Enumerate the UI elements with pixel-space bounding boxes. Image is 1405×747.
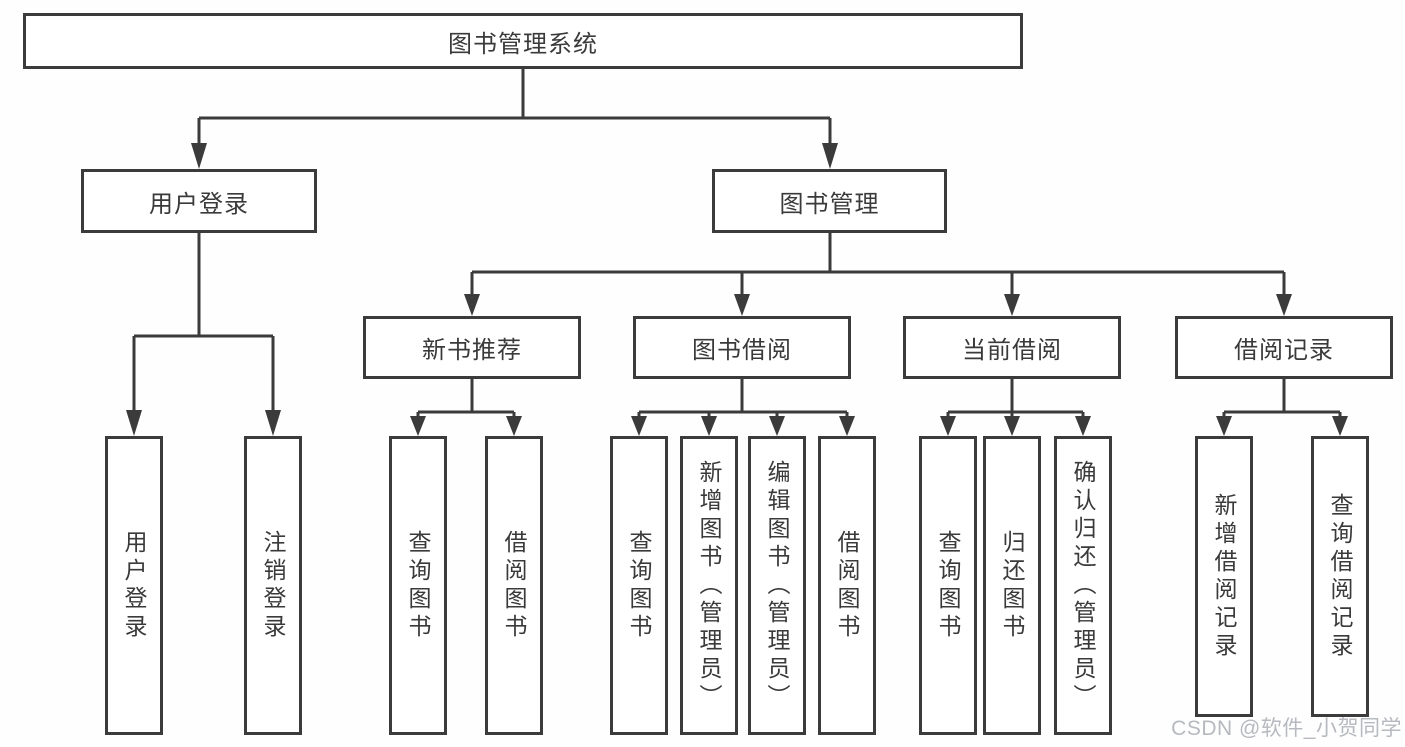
leaf-return-book: 归还图书 xyxy=(983,436,1041,735)
node-new-book-recommend: 新书推荐 xyxy=(363,316,581,379)
leaf-borrow-books-borrow: 借阅图书 xyxy=(818,436,876,735)
leaf-user-login: 用户登录 xyxy=(105,436,163,735)
node-user-login: 用户登录 xyxy=(81,169,317,233)
leaf-query-books-current: 查询图书 xyxy=(919,436,977,735)
leaf-query-books-recommend: 查询图书 xyxy=(389,436,447,735)
node-library-system: 图书管理系统 xyxy=(23,13,1023,69)
watermark: CSDN @软件_小贺同学 xyxy=(1171,717,1402,740)
leaf-edit-book-admin: 编辑图书（管理员） xyxy=(748,436,806,735)
leaf-borrow-books-recommend: 借阅图书 xyxy=(485,436,543,735)
leaf-query-borrow-record: 查询借阅记录 xyxy=(1311,436,1369,717)
node-current-borrow: 当前借阅 xyxy=(903,316,1121,379)
leaf-add-book-admin: 新增图书（管理员） xyxy=(680,436,738,735)
leaf-query-books-borrow: 查询图书 xyxy=(610,436,668,735)
leaf-add-borrow-record: 新增借阅记录 xyxy=(1195,436,1253,717)
node-borrow-records: 借阅记录 xyxy=(1175,316,1393,379)
leaf-confirm-return-admin: 确认归还（管理员） xyxy=(1054,436,1112,735)
node-book-borrow: 图书借阅 xyxy=(633,316,851,379)
leaf-logout: 注销登录 xyxy=(244,436,302,735)
node-book-management: 图书管理 xyxy=(712,169,947,233)
